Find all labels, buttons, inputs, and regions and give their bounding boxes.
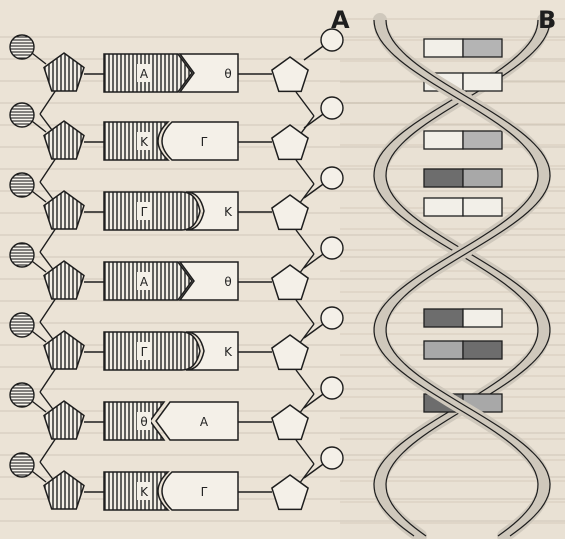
base-pair-left-block <box>424 341 463 359</box>
base-pair-right-block <box>463 341 502 359</box>
helix-strand-2 <box>380 20 544 536</box>
base-pair-right-block <box>463 73 502 91</box>
panel-label-a: A <box>331 6 350 34</box>
base-pair-left-block <box>424 169 463 187</box>
base-pair-right-block <box>463 169 502 187</box>
base-pair-left-block <box>424 131 463 149</box>
panel-label-b: B <box>538 6 556 34</box>
base-pair-left-block <box>424 39 463 57</box>
base-pair-right-block <box>463 309 502 327</box>
base-pair-right-block <box>463 131 502 149</box>
base-pair-left-block <box>424 309 463 327</box>
base-pair-right-block <box>463 39 502 57</box>
base-pair-left-block <box>424 198 463 216</box>
base-pair-right-block <box>463 198 502 216</box>
